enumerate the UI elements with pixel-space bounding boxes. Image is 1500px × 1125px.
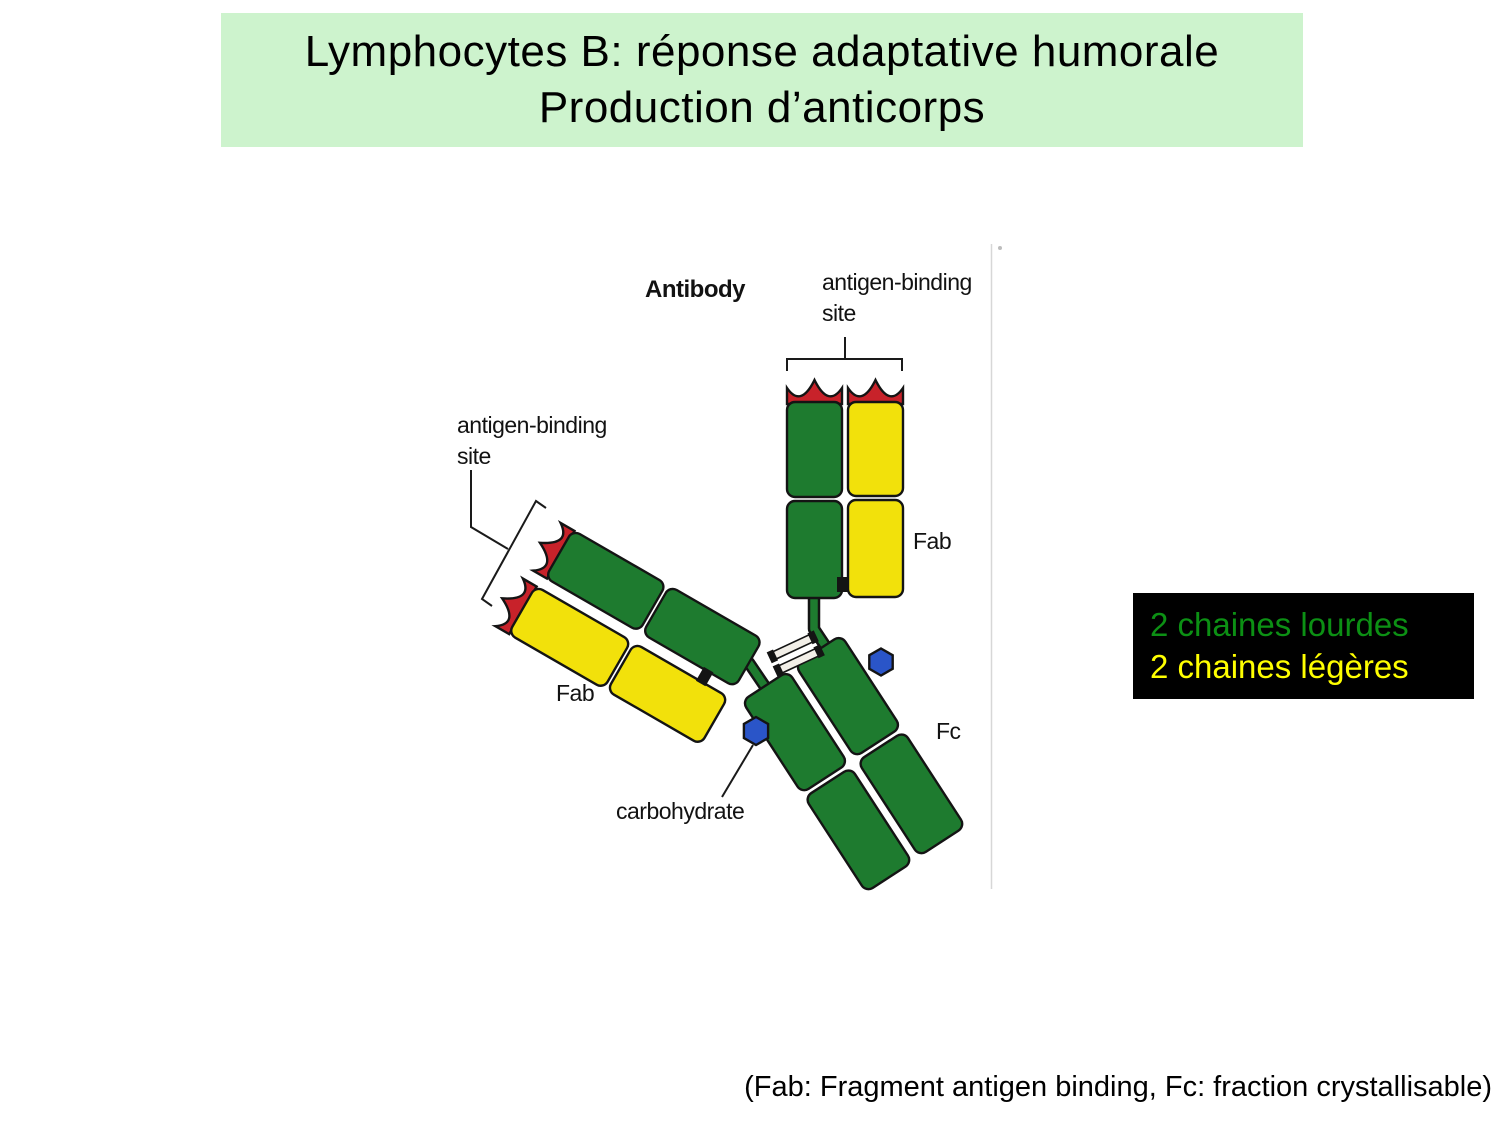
- antigen-binding-site-label-top: site: [822, 300, 856, 326]
- heavy-chain-segment: [785, 400, 844, 499]
- light-chains-text: 2 chaines légères: [1150, 648, 1409, 685]
- heavy-chain-segment: [547, 531, 665, 630]
- light-chain-segment: [846, 498, 905, 599]
- disulfide-cap: [772, 663, 785, 678]
- antibody-diagram: Antibody antigen-binding site antigen-bi…: [457, 244, 1002, 891]
- heavy-chain-segment: [785, 499, 844, 600]
- disulfide-cap: [807, 630, 819, 645]
- title-line-1: Lymphocytes B: réponse adaptative humora…: [304, 27, 1220, 76]
- scan-speck: [998, 246, 1002, 250]
- light-chain-segment: [846, 400, 905, 498]
- binding-site-tip: [529, 520, 577, 581]
- heavy-chains-text: 2 chaines lourdes: [1150, 606, 1409, 643]
- left-binding-site-bracket: [480, 499, 547, 607]
- fc-label: Fc: [936, 718, 961, 744]
- top-binding-site-bracket: [786, 358, 903, 371]
- heavy-chain-segment: [644, 587, 761, 686]
- carbohydrate-hexagon-icon: [868, 647, 894, 677]
- antigen-binding-site-label-left: antigen-binding: [457, 412, 607, 438]
- abbreviation-caption: (Fab: Fragment antigen binding, Fc: frac…: [744, 1071, 1492, 1103]
- fab-label-right: Fab: [913, 528, 951, 554]
- chain-connector-bond: [837, 577, 849, 592]
- disulfide-bond: [766, 630, 819, 664]
- light-chain-segment: [608, 644, 727, 743]
- antibody-label: Antibody: [645, 276, 746, 303]
- disulfide-cap: [813, 644, 825, 659]
- heavy-chain-segment: [859, 733, 964, 855]
- carbohydrate-hexagon-icon: [742, 715, 770, 747]
- carbohydrate-label: carbohydrate: [616, 798, 744, 824]
- disulfide-cap: [766, 649, 779, 664]
- heavy-chain-segment: [743, 672, 847, 792]
- fc-heavy-chain-back: [796, 636, 964, 855]
- carbohydrate-pointer: [721, 744, 754, 798]
- binding-site-tip: [785, 377, 844, 406]
- chains-info-box: 2 chaines lourdes 2 chaines légères: [1133, 593, 1474, 699]
- fc-heavy-chain-front: [743, 672, 911, 891]
- title-banner: Lymphocytes B: réponse adaptative humora…: [221, 13, 1303, 147]
- heavy-chain-segment: [806, 769, 911, 891]
- binding-site-tip: [491, 575, 539, 636]
- binding-site-tip: [846, 377, 905, 406]
- light-chain-segment: [510, 587, 630, 687]
- disulfide-bond: [772, 644, 825, 678]
- heavy-chain-stem: [810, 594, 832, 654]
- fab-label-left: Fab: [556, 680, 594, 706]
- fc-region: [743, 636, 964, 891]
- left-binding-site-pointer: [470, 470, 509, 550]
- antigen-binding-site-label-top: antigen-binding: [822, 269, 972, 295]
- title-line-2: Production d’anticorps: [538, 83, 986, 132]
- left-fab-arm: [491, 520, 776, 743]
- chain-connector-bond: [695, 666, 714, 687]
- antigen-binding-site-label-left: site: [457, 443, 491, 469]
- top-fab-arm: [785, 377, 905, 657]
